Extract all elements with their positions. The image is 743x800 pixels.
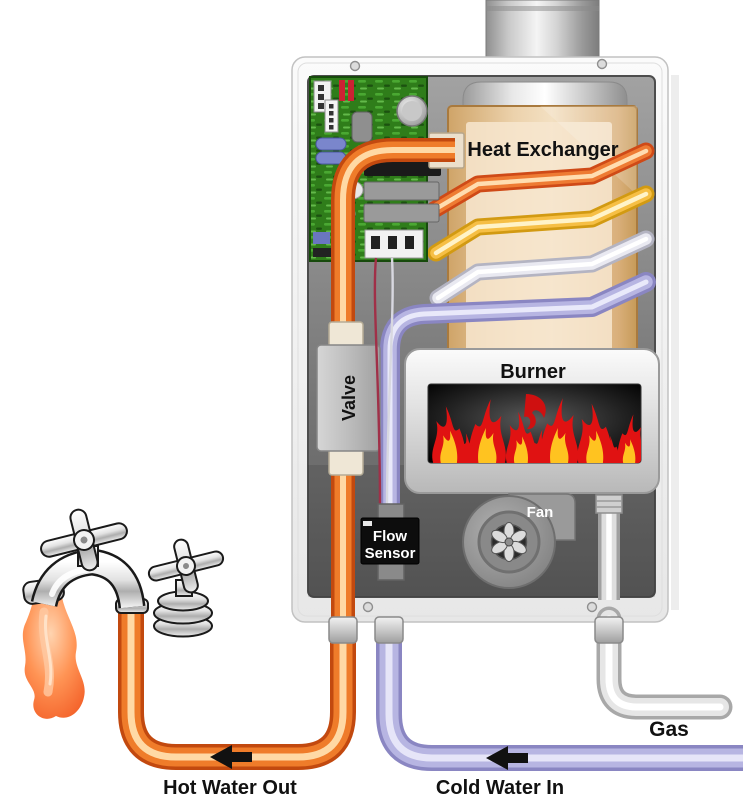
cold-flow-arrow: [486, 746, 528, 770]
circuit-board: [309, 76, 441, 262]
coil-white: [429, 230, 655, 307]
exhaust-vent-pipe: [485, 0, 600, 61]
fan-label: Fan: [527, 504, 554, 521]
faucet: [22, 508, 225, 638]
faucet-handle-base: [153, 579, 213, 638]
hot-water-out-label: Hot Water Out: [163, 777, 297, 799]
gas-pipe: [596, 606, 733, 720]
screw-icon: [596, 58, 608, 70]
hot-flow-arrow: [210, 745, 252, 769]
fan: Fan: [462, 493, 576, 589]
pipe-collars: [328, 616, 624, 644]
screw-icon: [362, 601, 374, 613]
gas-fitting: [595, 494, 623, 514]
burner-label: Burner: [500, 361, 566, 383]
faucet-handle-right: [147, 538, 225, 594]
heat-exchanger-label: Heat Exchanger: [467, 139, 618, 161]
gas-label: Gas: [649, 718, 689, 741]
burner-flames: [432, 394, 641, 463]
coil-yellow: [427, 185, 655, 262]
heat-exchanger: Heat Exchanger: [447, 105, 638, 374]
burner: Burner: [404, 348, 660, 494]
valve: Valve: [316, 321, 381, 476]
flow-sensor-label-line2: Sensor: [365, 545, 416, 562]
case-screws: [349, 58, 608, 613]
coil-hot-red: [425, 142, 655, 219]
cold-water-pipe: [376, 619, 743, 771]
cold-water-in-label: Cold Water In: [436, 777, 564, 799]
gas-pipe-internal: [595, 494, 623, 600]
flow-sensor: Flow Sensor: [360, 503, 420, 581]
sensor-wires: [373, 257, 394, 509]
faucet-handle-left: [40, 508, 128, 572]
valve-label: Valve: [339, 375, 359, 421]
hot-pipe-internal: [331, 138, 455, 625]
fan-blades: [491, 522, 527, 562]
hot-water-stream: [22, 597, 85, 719]
screw-icon: [586, 601, 598, 613]
flow-sensor-label-line1: Flow: [373, 528, 407, 545]
screw-icon: [349, 60, 361, 72]
